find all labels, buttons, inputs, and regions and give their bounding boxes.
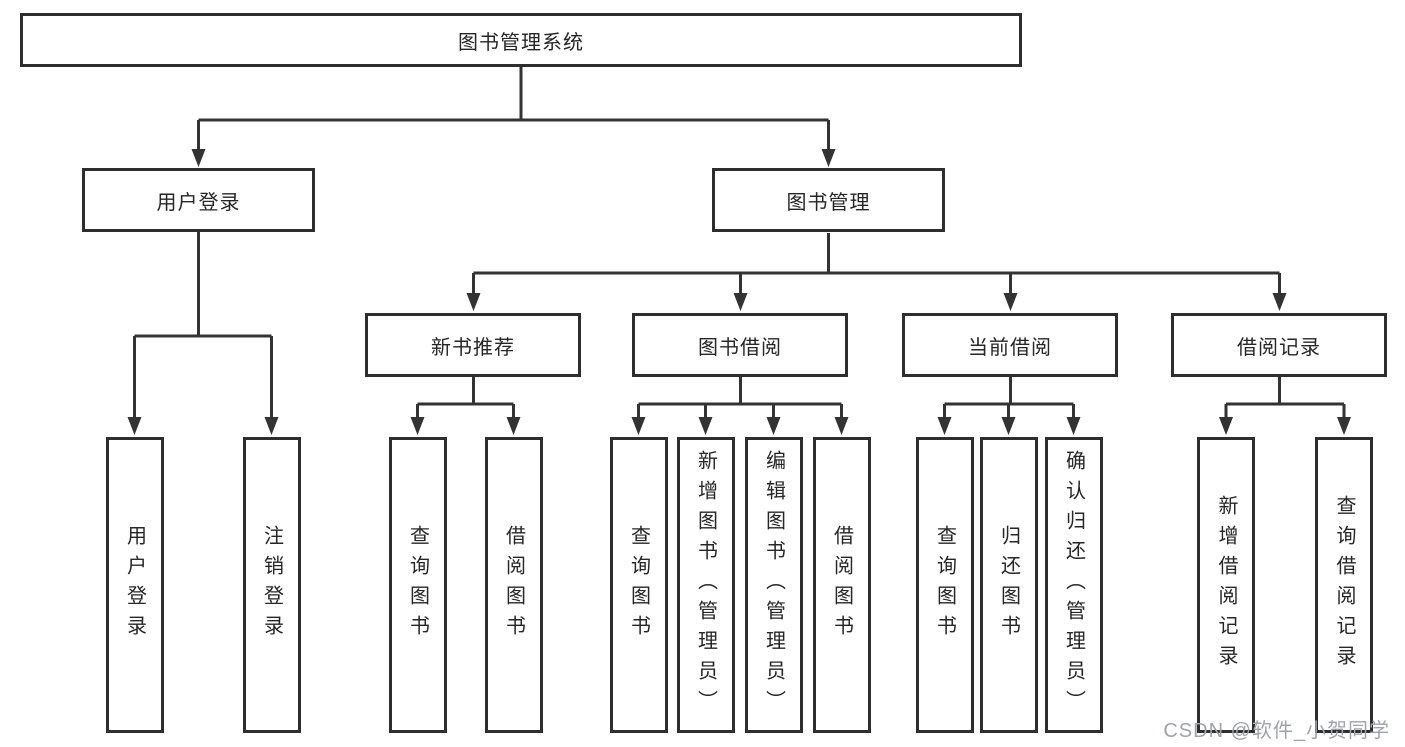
leaf-query-books-recommend-label: 查询图书 [406,525,429,645]
node-current-borrow: 当前借阅 [902,313,1118,377]
leaf-query-borrow-record-label: 查询借阅记录 [1333,495,1355,675]
leaf-add-borrow-record-label: 新增借阅记录 [1215,495,1237,675]
leaf-query-books-recommend: 查询图书 [388,437,447,733]
node-book-borrow: 图书借阅 [632,313,848,377]
leaf-logout: 注销登录 [242,437,301,733]
leaf-add-books-admin: 新增图书（管理员） [676,437,735,733]
node-borrow-records-label: 借阅记录 [1237,336,1321,359]
tree-edges [133,67,1346,421]
node-new-book-recommend: 新书推荐 [365,313,581,377]
leaf-edit-books-admin-label: 编辑图书（管理员） [762,450,785,720]
leaf-query-books-borrow-label: 查询图书 [627,525,650,645]
leaf-borrow-books-recommend-label: 借阅图书 [502,525,525,645]
leaf-edit-books-admin: 编辑图书（管理员） [744,437,803,733]
leaf-borrow-books-label: 借阅图书 [830,525,853,645]
leaf-return-books-label: 归还图书 [997,525,1020,645]
leaf-query-books-current-label: 查询图书 [933,525,956,645]
node-user-login: 用户登录 [82,168,315,232]
leaf-user-login-label: 用户登录 [123,525,146,645]
leaf-query-borrow-record: 查询借阅记录 [1315,437,1373,733]
leaf-borrow-books: 借阅图书 [812,437,871,733]
leaf-borrow-books-recommend: 借阅图书 [484,437,543,733]
node-book-management: 图书管理 [712,168,945,232]
leaf-add-borrow-record: 新增借阅记录 [1197,437,1255,733]
node-user-login-label: 用户登录 [156,191,241,214]
leaf-add-books-admin-label: 新增图书（管理员） [694,450,717,720]
leaf-user-login: 用户登录 [105,437,164,733]
leaf-query-books-borrow: 查询图书 [609,437,668,733]
leaf-logout-label: 注销登录 [260,525,283,645]
node-library-system: 图书管理系统 [20,13,1022,67]
node-borrow-records: 借阅记录 [1171,313,1387,377]
leaf-confirm-return-admin-label: 确认归还（管理员） [1062,450,1085,720]
leaf-return-books: 归还图书 [979,437,1038,733]
leaf-confirm-return-admin: 确认归还（管理员） [1044,437,1103,733]
node-current-borrow-label: 当前借阅 [968,336,1052,359]
node-book-borrow-label: 图书借阅 [698,336,782,359]
node-library-system-label: 图书管理系统 [458,31,584,54]
node-new-book-recommend-label: 新书推荐 [431,336,515,359]
leaf-query-books-current: 查询图书 [915,437,974,733]
csdn-watermark: CSDN @软件_小贺同学 [1163,720,1390,742]
node-book-management-label: 图书管理 [786,191,871,214]
